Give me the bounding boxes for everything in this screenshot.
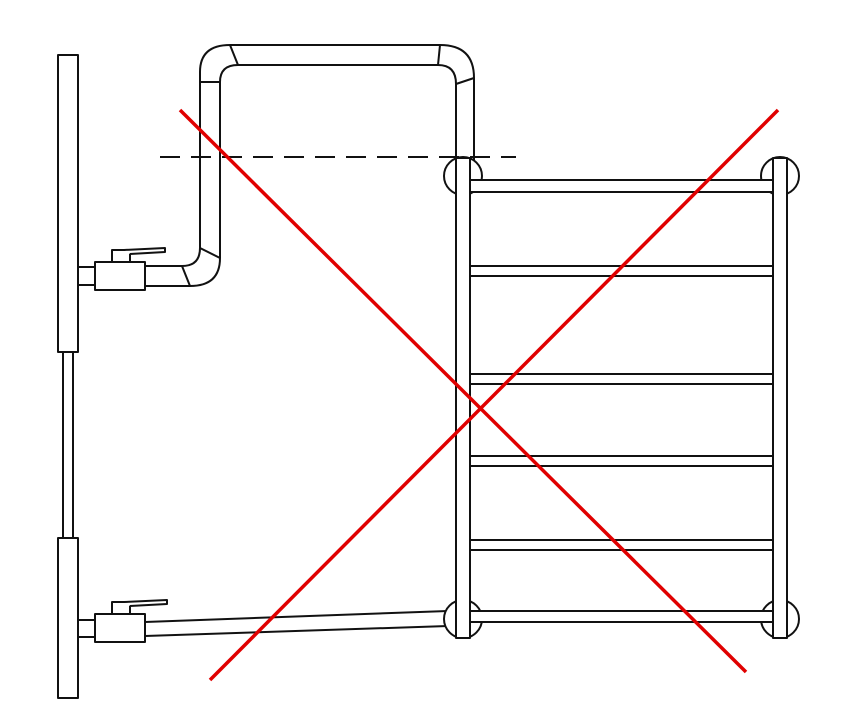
riser-pipe [57,54,79,699]
rung-6 [469,610,774,623]
right-upright [772,157,788,639]
rung-1 [469,179,774,193]
upper-valve [77,247,166,291]
lower-valve [77,599,168,643]
rung-3 [469,373,774,385]
lower-return-pipe [144,610,449,637]
upper-supply-pipe [145,44,475,287]
towel-rail-frame [443,156,800,639]
towel-rail-rungs [469,179,774,623]
rung-4 [469,455,774,467]
cross-out-mark [178,108,780,682]
